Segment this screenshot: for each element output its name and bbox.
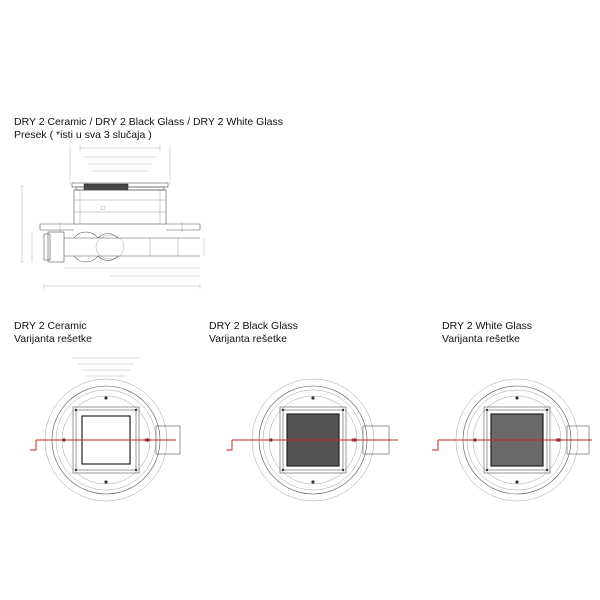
outlet-pipe <box>43 231 200 263</box>
plan-white-glass <box>432 378 592 502</box>
variant-label: Varijanta rešetke <box>209 333 288 345</box>
section-title: DRY 2 Ceramic / DRY 2 Black Glass / DRY … <box>14 116 284 128</box>
variant-name: DRY 2 Ceramic <box>14 320 87 332</box>
drain-body <box>39 189 201 232</box>
side-dimension-lines <box>20 185 205 289</box>
variant-label: Varijanta rešetke <box>442 333 521 345</box>
variant-caption-white-glass: DRY 2 White Glass Varijanta rešetke <box>442 320 532 346</box>
grate-top <box>71 182 169 191</box>
variant-label: Varijanta rešetke <box>14 333 93 345</box>
variant-name: DRY 2 Black Glass <box>209 320 298 332</box>
plan-dimension-lines <box>72 357 140 377</box>
variant-caption-ceramic: DRY 2 Ceramic Varijanta rešetke <box>14 320 92 346</box>
section-caption: DRY 2 Ceramic / DRY 2 Black Glass / DRY … <box>14 116 283 142</box>
variant-caption-black-glass: DRY 2 Black Glass Varijanta rešetke <box>209 320 298 346</box>
top-dimension-lines <box>69 145 171 185</box>
variant-name: DRY 2 White Glass <box>442 320 533 332</box>
cross-section-drawing <box>20 145 205 289</box>
section-subtitle: Presek ( *isti u sva 3 slučaja ) <box>14 129 152 141</box>
plan-ceramic <box>30 357 181 502</box>
plan-black-glass <box>226 378 398 502</box>
